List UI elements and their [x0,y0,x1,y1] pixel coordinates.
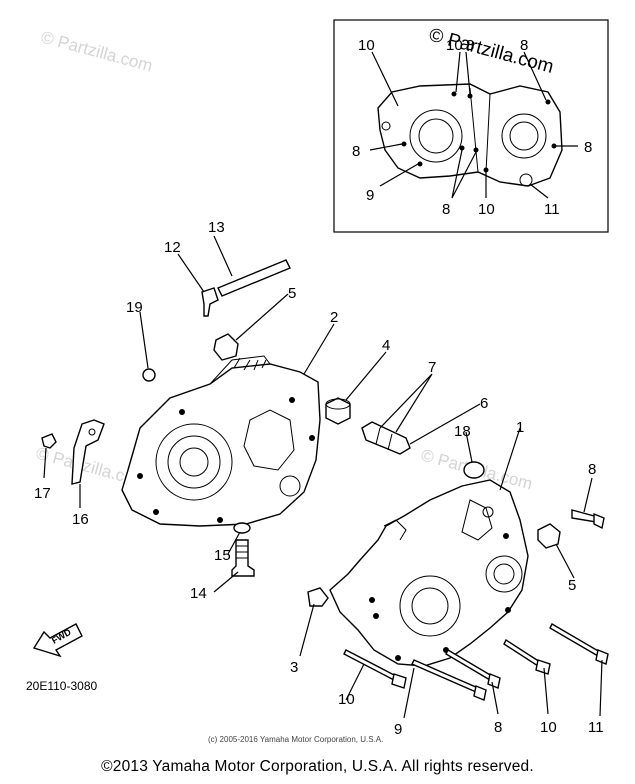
left-crankcase [121,355,321,527]
bolt-11 [549,623,609,665]
fitting-12 [201,287,219,317]
footer-copyright: ©2013 Yamaha Motor Corporation, U.S.A. A… [101,758,534,775]
inset-callout-8: 8 [442,201,450,218]
inset-callout-8: 8 [466,37,474,54]
bolt-8-lower [445,649,501,689]
cap-18 [463,461,485,479]
callout-15: 15 [214,547,231,564]
callout-12: 12 [164,239,181,256]
pipe-6 [361,421,411,455]
fwd-arrow-icon: FWD [32,623,83,658]
screw-17 [41,433,57,449]
inset-callout-10: 10 [478,201,495,218]
callout-4: 4 [382,337,390,354]
bolt-9 [411,659,487,701]
washer-15 [233,522,251,534]
callout-18: 18 [454,423,471,440]
callout-10: 10 [540,719,557,736]
callout-13: 13 [208,219,225,236]
callout-19: 19 [126,299,143,316]
diagram-part-number: 20E110-3080 [26,679,98,693]
inset-box: © Partzilla.com [333,19,609,233]
callout-16: 16 [72,511,89,528]
callout-7: 7 [428,359,436,376]
bracket-16 [71,419,105,485]
bush-4 [325,397,351,425]
dowel-3 [307,587,329,607]
inset-callout-10: 10 [358,37,375,54]
callout-1: 1 [516,419,524,436]
watermark-top-left: © Partzilla.com [39,28,155,76]
callout-8: 8 [494,719,502,736]
plug-19 [142,368,156,382]
inset-callout-8: 8 [584,139,592,156]
callout-5: 5 [288,285,296,302]
callout-8: 8 [588,461,596,478]
bolt-14 [231,539,255,577]
dowel-5-lower [537,523,561,549]
inset-callout-9: 9 [366,187,374,204]
inset-callout-8: 8 [352,143,360,160]
callout-10: 10 [338,691,355,708]
callout-6: 6 [480,395,488,412]
right-crankcase [329,479,529,667]
rod-13 [217,259,291,297]
callout-9: 9 [394,721,402,738]
callout-11: 11 [588,719,604,736]
bolt-10-left [343,649,407,689]
bolt-10-right [503,638,551,675]
inset-callout-11: 11 [544,201,560,218]
small-copyright: (c) 2005-2016 Yamaha Motor Corporation, … [208,735,383,744]
bolt-8-upper [571,509,605,530]
callout-3: 3 [290,659,298,676]
dowel-5-upper [213,333,239,361]
inset-callout-10: 10 [446,37,463,54]
callout-17: 17 [34,485,51,502]
callout-2: 2 [330,309,338,326]
callout-5: 5 [568,577,576,594]
inset-callout-8: 8 [520,37,528,54]
callout-14: 14 [190,585,207,602]
